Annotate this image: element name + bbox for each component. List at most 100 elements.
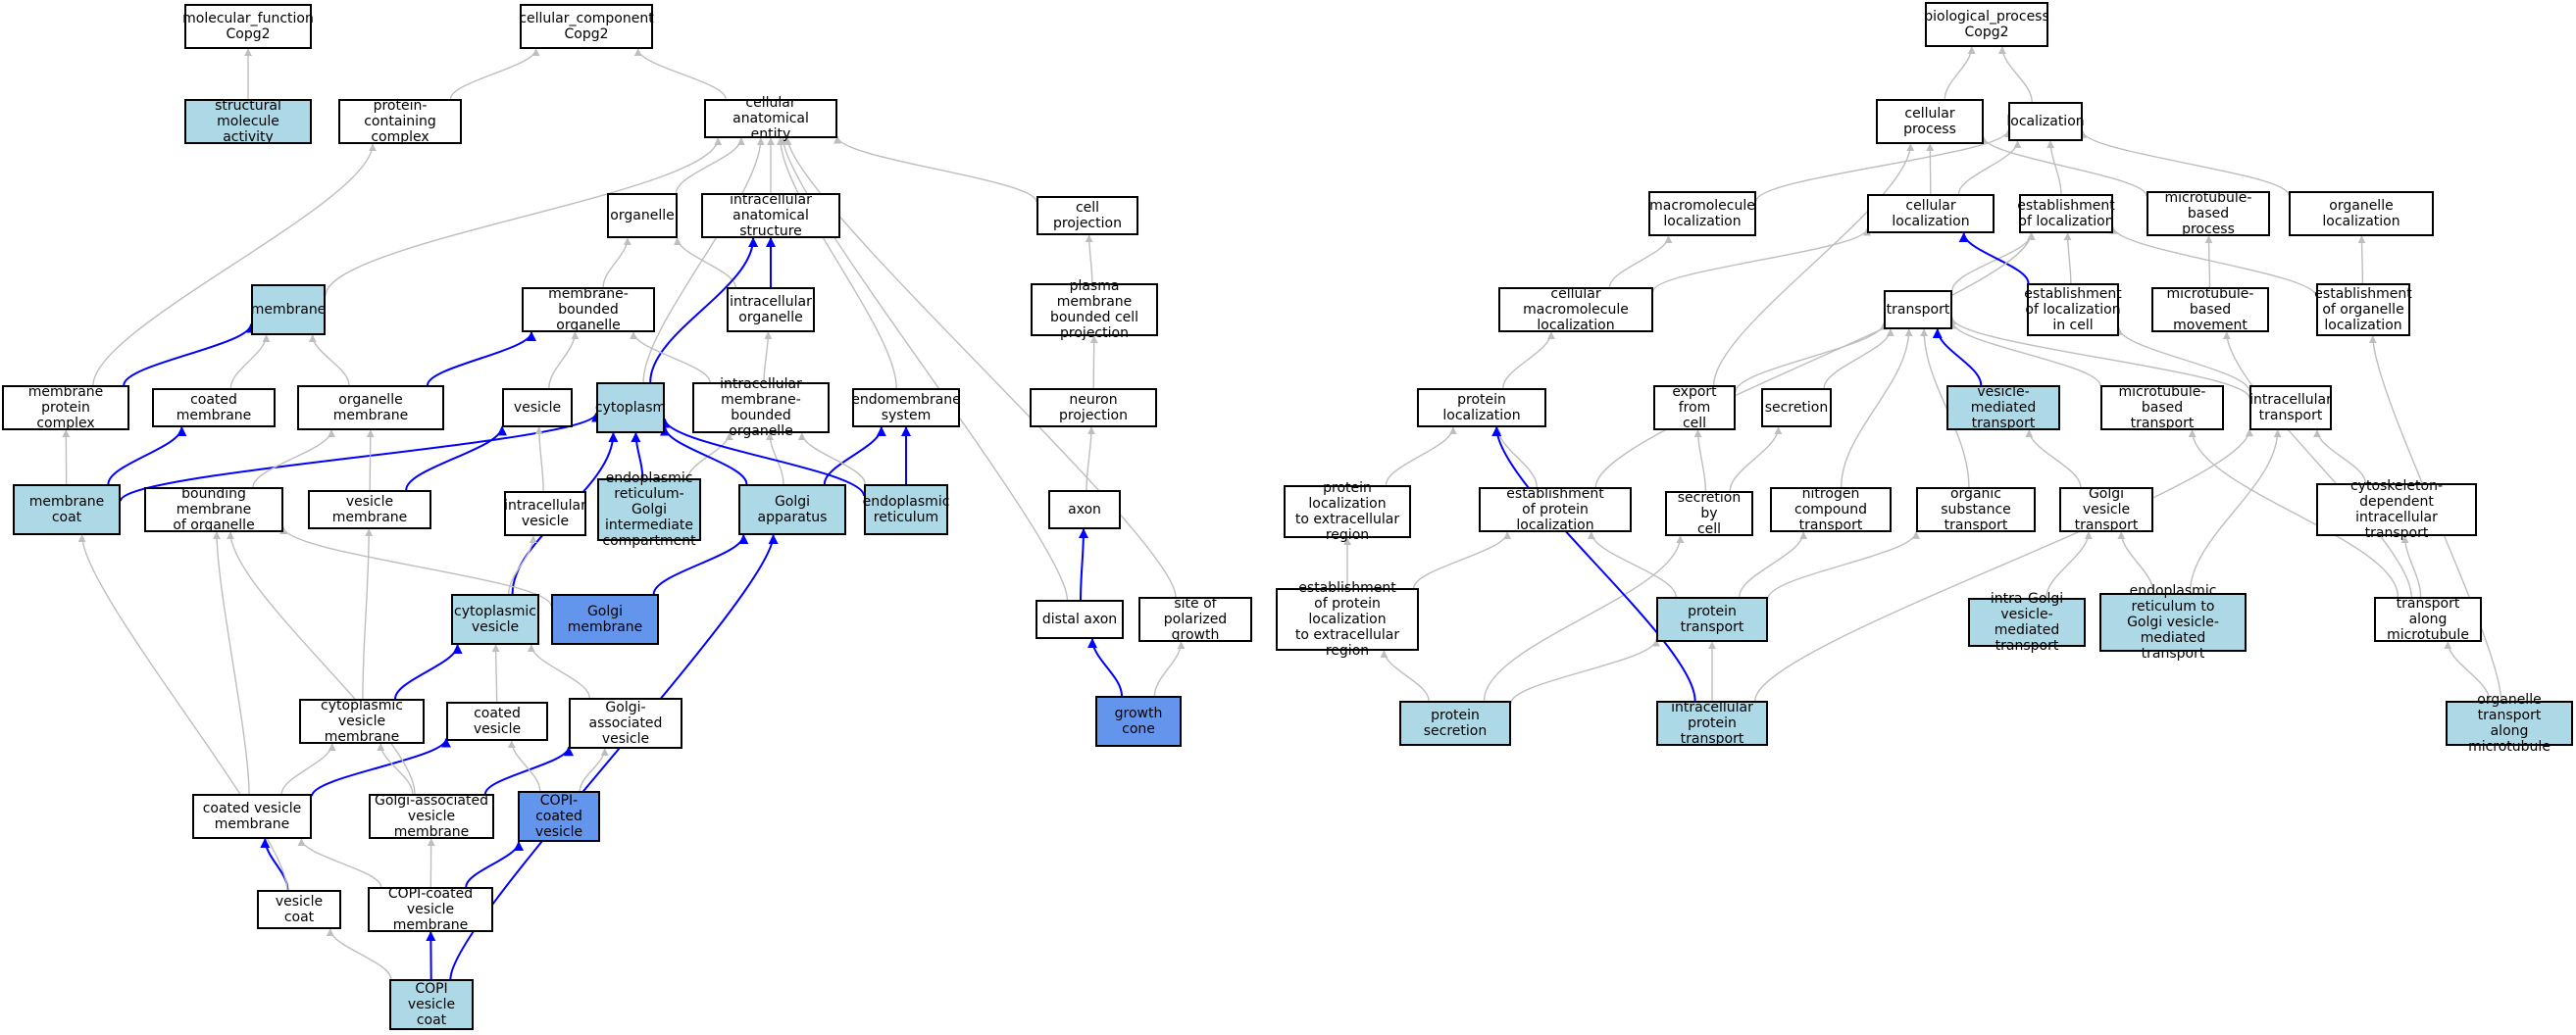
node-protein-secretion[interactable]: protein secretion xyxy=(1399,701,1511,746)
edge-cytoplasmic-vesicle-membrane-to-vesicle-membrane xyxy=(362,528,374,700)
node-vesicle-coat[interactable]: vesicle coat xyxy=(257,890,341,929)
edge-axon-to-neuron-projection xyxy=(1086,426,1095,491)
node-cytoplasmic-vesicle-membrane[interactable]: cytoplasmic vesicle membrane xyxy=(299,698,425,745)
edge-cytoskeleton-dependent-intracellular-transport-to-intracellular-transport xyxy=(2313,429,2366,484)
node-establishment-of-localization-in-cell[interactable]: establishment of localization in cell xyxy=(2024,283,2122,336)
node-export-from-cell[interactable]: export from cell xyxy=(1653,384,1736,431)
node-copi-vesicle-coat[interactable]: COPI vesicle coat xyxy=(389,979,474,1030)
node-intracellular-transport[interactable]: intracellular transport xyxy=(2249,385,2332,430)
node-cc-root[interactable]: cellular_component Copg2 xyxy=(519,4,654,49)
node-protein-transport[interactable]: protein transport xyxy=(1656,597,1768,642)
node-localization[interactable]: localization xyxy=(2006,102,2085,141)
node-intracellular-vesicle[interactable]: intracellular vesicle xyxy=(504,491,586,536)
node-copi-coated-vesicle-membrane[interactable]: COPI-coated vesicle membrane xyxy=(368,886,493,933)
node-intra-golgi-vesicle-mediated-transport[interactable]: intra-Golgi vesicle-mediated transport xyxy=(1968,591,2086,654)
node-transport-along-microtubule[interactable]: transport along microtubule xyxy=(2374,596,2482,643)
node-site-of-polarized-growth[interactable]: site of polarized growth xyxy=(1138,596,1252,643)
node-intracellular-anatomical-structure[interactable]: intracellular anatomical structure xyxy=(701,192,840,239)
node-protein-localization-to-extracellular-region[interactable]: protein localization to extracellular re… xyxy=(1284,480,1411,543)
node-er-to-golgi-vesicle-mediated-transport[interactable]: endoplasmic reticulum to Golgi vesicle-m… xyxy=(2099,583,2247,662)
node-coated-vesicle[interactable]: coated vesicle xyxy=(446,702,548,741)
node-organelle-transport-along-microtubule[interactable]: organelle transport along microtubule xyxy=(2446,692,2573,755)
node-cellular-localization[interactable]: cellular localization xyxy=(1867,194,1995,233)
node-endoplasmic-reticulum[interactable]: endoplasmic reticulum xyxy=(863,484,949,535)
node-microtubule-based-transport[interactable]: microtubule-based transport xyxy=(2100,384,2224,431)
node-bounding-membrane-of-organelle[interactable]: bounding membrane of organelle xyxy=(144,486,283,533)
edge-organelle-membrane-to-membrane xyxy=(308,334,350,386)
node-organelle-membrane[interactable]: organelle membrane xyxy=(297,385,444,430)
node-cellular-process[interactable]: cellular process xyxy=(1876,99,1984,144)
node-coated-vesicle-membrane[interactable]: coated vesicle membrane xyxy=(192,794,312,839)
node-vesicle-mediated-transport[interactable]: vesicle-mediated transport xyxy=(1946,384,2060,431)
node-intracellular-organelle[interactable]: intracellular organelle xyxy=(727,287,815,332)
node-neuron-projection[interactable]: neuron projection xyxy=(1030,388,1157,427)
node-cytoplasm[interactable]: cytoplasm xyxy=(595,382,666,433)
node-secretion[interactable]: secretion xyxy=(1761,388,1832,427)
node-protein-localization[interactable]: protein localization xyxy=(1417,388,1546,427)
node-cell-projection[interactable]: cell projection xyxy=(1036,196,1138,235)
node-secretion-by-cell[interactable]: secretion by cell xyxy=(1665,490,1753,537)
edge-microtubule-based-process-to-cellular-process xyxy=(1980,136,2147,197)
node-cellular-anatomical-entity[interactable]: cellular anatomical entity xyxy=(704,95,837,142)
node-er-golgi-intermediate-compartment[interactable]: endoplasmic reticulum-Golgi intermediate… xyxy=(597,470,701,549)
node-establishment-of-protein-localization-to-extracellular-region[interactable]: establishment of protein localization to… xyxy=(1276,580,1419,659)
node-establishment-of-localization[interactable]: establishment of localization xyxy=(2017,194,2115,233)
node-cellular-macromolecule-localization[interactable]: cellular macromolecule localization xyxy=(1498,286,1653,333)
node-microtubule-based-process[interactable]: microtubule-based process xyxy=(2147,190,2270,237)
node-intracellular-protein-transport[interactable]: intracellular protein transport xyxy=(1656,700,1768,747)
node-endomembrane-system[interactable]: endomembrane system xyxy=(851,388,961,427)
node-cytoskeleton-dependent-intracellular-transport[interactable]: cytoskeleton-dependent intracellular tra… xyxy=(2316,478,2477,541)
edge-cytoplasmic-vesicle-membrane-to-cytoplasmic-vesicle xyxy=(394,644,463,700)
node-bp-root[interactable]: biological_process Copg2 xyxy=(1924,2,2049,47)
node-golgi-membrane[interactable]: Golgi membrane xyxy=(551,594,659,645)
node-membrane-protein-complex[interactable]: membrane protein complex xyxy=(2,384,129,431)
node-cytoplasmic-vesicle[interactable]: cytoplasmic vesicle xyxy=(451,594,539,645)
node-vesicle[interactable]: vesicle xyxy=(502,388,573,427)
node-membrane-coat[interactable]: membrane coat xyxy=(13,484,121,535)
edge-growth-cone-to-distal-axon xyxy=(1087,638,1123,697)
node-intracellular-membrane-bounded-organelle[interactable]: intracellular membrane-bounded organelle xyxy=(692,376,830,439)
node-mf-root[interactable]: molecular_function Copg2 xyxy=(182,4,314,49)
node-protein-containing-complex[interactable]: protein-containing complex xyxy=(338,98,462,145)
node-distal-axon[interactable]: distal axon xyxy=(1035,600,1124,639)
edge-vesicle-coat-to-membrane-coat xyxy=(77,534,288,891)
edge-intracellular-membrane-bounded-organelle-to-intracellular-organelle xyxy=(763,331,773,383)
node-golgi-associated-vesicle-membrane[interactable]: Golgi-associated vesicle membrane xyxy=(369,793,494,840)
node-coated-membrane[interactable]: coated membrane xyxy=(152,388,276,427)
node-transport[interactable]: transport xyxy=(1884,290,1952,329)
edge-intracellular-protein-transport-to-intracellular-transport xyxy=(1754,428,2253,702)
node-organic-substance-transport[interactable]: organic substance transport xyxy=(1916,486,2036,533)
edge-vesicle-mediated-transport-to-transport xyxy=(1932,328,1983,386)
edge-membrane-to-cellular-anatomical-entity xyxy=(325,137,723,296)
node-vesicle-membrane[interactable]: vesicle membrane xyxy=(308,490,431,529)
node-golgi-apparatus[interactable]: Golgi apparatus xyxy=(738,484,846,535)
edge-membrane-protein-complex-to-protein-containing-complex xyxy=(92,143,377,386)
node-organelle[interactable]: organelle xyxy=(607,193,678,238)
edge-cellular-macromolecule-localization-to-macromolecule-localization xyxy=(1608,235,1673,288)
edge-coated-vesicle-membrane-to-cytoplasmic-vesicle-membrane xyxy=(280,743,336,795)
edge-membrane-coat-to-coated-membrane xyxy=(107,426,187,485)
node-axon[interactable]: axon xyxy=(1048,490,1121,529)
node-copi-coated-vesicle[interactable]: COPI-coated vesicle xyxy=(518,791,600,842)
node-membrane[interactable]: membrane xyxy=(251,284,326,335)
node-structural-molecule-activity[interactable]: structural molecule activity xyxy=(184,98,312,145)
node-golgi-associated-vesicle[interactable]: Golgi-associated vesicle xyxy=(569,698,682,749)
edge-coated-membrane-to-membrane xyxy=(229,334,271,389)
node-growth-cone[interactable]: growth cone xyxy=(1095,696,1182,747)
node-golgi-vesicle-transport[interactable]: Golgi vesicle transport xyxy=(2059,486,2153,533)
edge-golgi-associated-vesicle-membrane-to-bounding-membrane-of-organelle xyxy=(227,531,416,795)
edge-protein-secretion-to-secretion-by-cell xyxy=(1483,535,1685,702)
node-membrane-bounded-organelle[interactable]: membrane-bounded organelle xyxy=(522,286,655,333)
edge-establishment-of-localization-to-localization xyxy=(2046,140,2062,195)
edge-endoplasmic-reticulum-to-intracellular-membrane-bounded-organelle xyxy=(797,432,866,485)
node-microtubule-based-movement[interactable]: microtubule-based movement xyxy=(2151,286,2269,333)
node-macromolecule-localization[interactable]: macromolecule localization xyxy=(1648,191,1756,236)
node-establishment-of-protein-localization[interactable]: establishment of protein localization xyxy=(1479,486,1632,533)
edge-cytoplasmic-vesicle-to-intracellular-vesicle xyxy=(508,535,537,595)
node-establishment-of-organelle-localization[interactable]: establishment of organelle localization xyxy=(2314,283,2412,336)
edge-organelle-localization-to-localization xyxy=(2079,129,2290,196)
edge-copi-coated-vesicle-membrane-to-copi-coated-vesicle xyxy=(465,841,524,888)
node-plasma-membrane-bounded-cell-projection[interactable]: plasma membrane bounded cell projection xyxy=(1031,278,1158,341)
node-organelle-localization[interactable]: organelle localization xyxy=(2289,191,2434,236)
node-nitrogen-compound-transport[interactable]: nitrogen compound transport xyxy=(1770,486,1892,533)
